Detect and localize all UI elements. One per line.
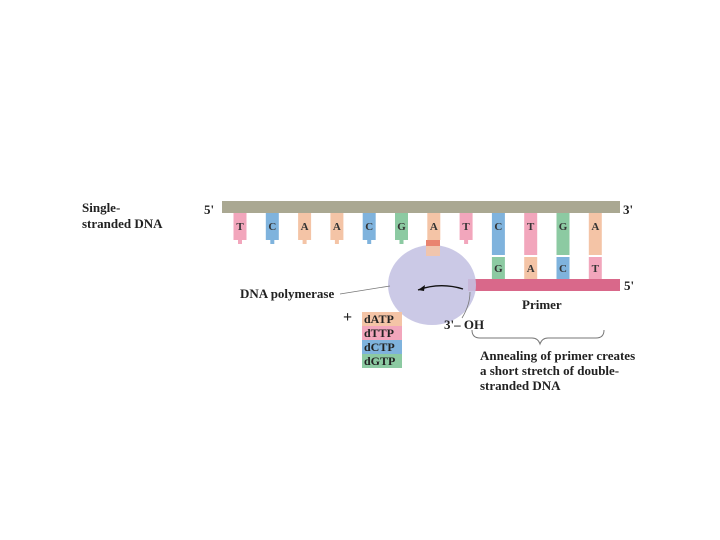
template-base-a: A — [330, 213, 344, 244]
dna-polymerase-label: DNA polymerase — [240, 286, 335, 301]
nucleotide-dctp: dCTP — [362, 340, 402, 354]
base-letter: A — [301, 221, 309, 233]
nucleotide-dttp: dTTP — [362, 326, 402, 340]
single-stranded-dna-label: Single- stranded DNA — [82, 200, 163, 231]
primer-base-c: C — [556, 257, 570, 279]
template-base-t: T — [459, 213, 473, 244]
base-letter: T — [236, 221, 244, 233]
base-notch — [334, 240, 339, 244]
polymerase-leader-line — [339, 285, 391, 295]
template-base-c: C — [362, 213, 376, 244]
base-block — [524, 257, 538, 279]
base-block — [298, 213, 312, 240]
template-base-a: A — [588, 213, 602, 255]
base-notch — [238, 240, 242, 244]
base-letter: C — [494, 221, 502, 233]
base-notch — [270, 240, 275, 244]
base-block — [459, 213, 473, 240]
base-letter: C — [559, 263, 567, 275]
base-block — [491, 257, 505, 279]
incoming-nucleotide-tip — [426, 240, 440, 246]
template-base-c: C — [491, 213, 505, 255]
base-letter: T — [592, 263, 600, 275]
five-prime-end-label: 5' — [204, 202, 215, 217]
template-base-g: G — [395, 213, 408, 244]
nucleotide-datp: dATP — [362, 312, 402, 326]
base-block — [427, 213, 441, 240]
base-notch — [302, 240, 307, 244]
base-letter: G — [494, 263, 503, 275]
base-block — [265, 213, 279, 240]
base-letter: C — [268, 221, 276, 233]
base-letter: G — [397, 221, 406, 233]
primer-base-g: G — [491, 257, 505, 279]
base-letter: A — [430, 221, 438, 233]
base-letter: A — [527, 263, 535, 275]
base-block — [491, 213, 505, 255]
polymerase-arrow-head — [418, 285, 425, 291]
oh-leader-line — [461, 291, 471, 319]
base-letter: A — [591, 221, 599, 233]
template-base-g: G — [556, 213, 570, 255]
base-block — [362, 213, 376, 240]
base-letter: G — [559, 221, 568, 233]
base-block — [524, 213, 538, 255]
template-base-c: C — [265, 213, 279, 244]
base-block — [556, 257, 570, 279]
base-block — [588, 213, 602, 255]
primer-label: Primer — [522, 297, 562, 312]
base-notch — [367, 240, 372, 244]
annealing-brace — [471, 329, 605, 346]
template-backbone — [222, 201, 620, 213]
template-base-a: A — [427, 213, 441, 244]
nucleotide-dgtp: dGTP — [362, 354, 402, 368]
base-block — [330, 213, 344, 240]
polymerase-body — [388, 245, 476, 325]
base-notch — [464, 240, 469, 244]
template-base-t: T — [524, 213, 538, 255]
annealing-caption: Annealing of primer creates a short stre… — [480, 348, 636, 393]
template-base-a: A — [298, 213, 312, 244]
template-base-t: T — [233, 213, 247, 244]
base-block — [395, 213, 408, 240]
plus-sign: + — [343, 309, 353, 326]
annotations — [339, 285, 605, 346]
primer-five-prime-label: 5' — [624, 278, 635, 293]
base-block — [556, 213, 570, 255]
base-letter: T — [462, 221, 470, 233]
three-prime-end-label: 3' — [623, 202, 634, 217]
dna-polymerase-enzyme — [388, 240, 476, 325]
base-block — [588, 257, 602, 279]
base-letter: T — [527, 221, 535, 233]
base-notch — [399, 240, 404, 244]
three-prime-oh-label: 3'– OH — [444, 317, 485, 332]
base-letter: C — [365, 221, 373, 233]
primer-backbone — [468, 279, 620, 291]
base-block — [233, 213, 247, 240]
primer-base-a: A — [524, 257, 538, 279]
base-letter: A — [333, 221, 341, 233]
primer-base-t: T — [588, 257, 602, 279]
